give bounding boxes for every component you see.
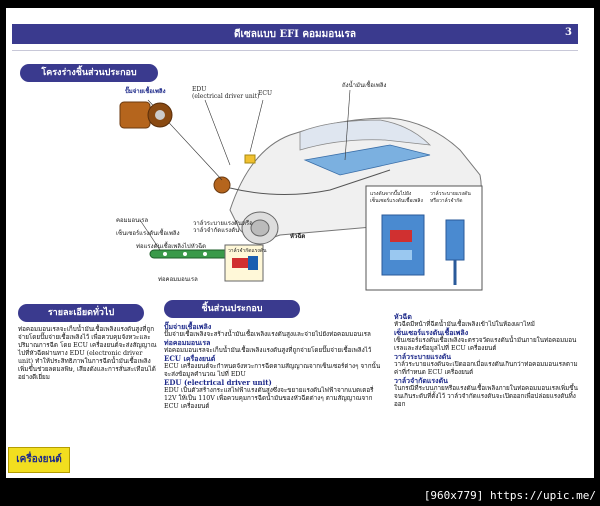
image-host-footer[interactable]: [960x779] https://upic.me/ — [424, 489, 596, 502]
component-title: วาล์วระบายแรงดัน — [394, 353, 580, 361]
label-fuel-sensor: เซ็นเซอร์แรงดันเชื้อเพลิง — [116, 230, 180, 237]
section-components-heading: ชิ้นส่วนประกอบ — [164, 300, 300, 318]
section-overview-heading: รายละเอียดทั่วไป — [18, 304, 144, 322]
ecu-box — [245, 155, 255, 163]
component-title: ECU เครื่องยนต์ — [164, 355, 386, 363]
component-item: ปั๊มจ่ายเชื้อเพลิง ปั๊มจ่ายเชื้อเพลิงจะส… — [164, 323, 386, 339]
component-title: เซ็นเซอร์แรงดันเชื้อเพลิง — [394, 329, 580, 337]
label-ecu: ECU — [258, 90, 272, 97]
pump-on-car — [214, 177, 230, 193]
component-item: วาล์วระบายแรงดัน วาล์วระบายแรงดันจะเปิดอ… — [394, 353, 580, 377]
label-edu: EDU (electrical driver unit) — [192, 86, 259, 100]
overview-text: ท่อคอมมอนเรลจะเก็บน้ำมันเชื้อเพลิงแรงดัน… — [18, 326, 158, 382]
component-text: วาล์วระบายแรงดันจะเปิดออกเมื่อแรงดันเกิน… — [394, 361, 580, 377]
engine-category-badge: เครื่องยนต์ — [8, 447, 70, 473]
label-injector-inset-right: วาล์วระบายแรงดัน หรือวาล์วจำกัด — [430, 191, 471, 205]
label-fuel-pump: ปั๊มจ่ายเชื้อเพลิง — [125, 88, 166, 95]
component-item: ท่อคอมมอนเรล ท่อคอมมอนเรลจะเก็บน้ำมันเชื… — [164, 339, 386, 355]
label-small-inset: วาล์วจำกัดแรงดัน — [228, 248, 267, 255]
label-injector-line: ท่อแรงดันเชื้อเพลิงไปหัวฉีด — [136, 243, 206, 250]
component-item: เซ็นเซอร์แรงดันเชื้อเพลิง เซ็นเซอร์แรงดั… — [394, 329, 580, 353]
label-common-rail-bottom: ท่อคอมมอนเรล — [158, 276, 198, 283]
components-right-column: หัวฉีด หัวฉีดมีหน้าที่ฉีดน้ำมันเชื้อเพลิ… — [394, 313, 580, 409]
component-item: วาล์วจำกัดแรงดัน ในกรณีที่ระบบภายหรือแรง… — [394, 377, 580, 409]
label-pressure-limiter: วาล์วระบายแรงดันหรือ วาล์วจำกัดแรงดัน — [193, 220, 253, 234]
component-text: ในกรณีที่ระบบภายหรือแรงดันเชื้อเพลิงภายใ… — [394, 385, 580, 409]
label-common-rail: คอมมอนเรล — [116, 217, 148, 224]
component-title: วาล์วจำกัดแรงดัน — [394, 377, 580, 385]
component-title: ปั๊มจ่ายเชื้อเพลิง — [164, 323, 386, 331]
component-item: ECU เครื่องยนต์ ECU เครื่องยนต์จะกำหนดจั… — [164, 355, 386, 379]
component-item: หัวฉีด หัวฉีดมีหน้าที่ฉีดน้ำมันเชื้อเพลิ… — [394, 313, 580, 329]
components-left-column: ปั๊มจ่ายเชื้อเพลิง ปั๊มจ่ายเชื้อเพลิงจะส… — [164, 323, 386, 411]
component-title: EDU (electrical driver unit) — [164, 379, 386, 387]
component-title: หัวฉีด — [394, 313, 580, 321]
fuel-pump-illustration — [120, 102, 172, 128]
component-title: ท่อคอมมอนเรล — [164, 339, 386, 347]
label-injector-inset-top: แรงดันจากปั๊มไปยัง เซ็นเซอร์แรงดันเชื้อเ… — [370, 191, 423, 205]
label-fuel-tank: ถังน้ำมันเชื้อเพลิง — [342, 82, 386, 89]
component-text: เซ็นเซอร์แรงดันเชื้อเพลิงจะตรวจวัดแรงดัน… — [394, 337, 580, 353]
component-item: EDU (electrical driver unit) EDU เป็นตัว… — [164, 379, 386, 411]
component-text: ECU เครื่องยนต์จะกำหนดจังหวะการฉีดตามสัญ… — [164, 363, 386, 379]
label-injector: หัวฉีด — [290, 233, 305, 240]
component-text: EDU เป็นตัวสร้างกระแสไฟฟ้าแรงดันสูงซึ่งจ… — [164, 387, 386, 411]
